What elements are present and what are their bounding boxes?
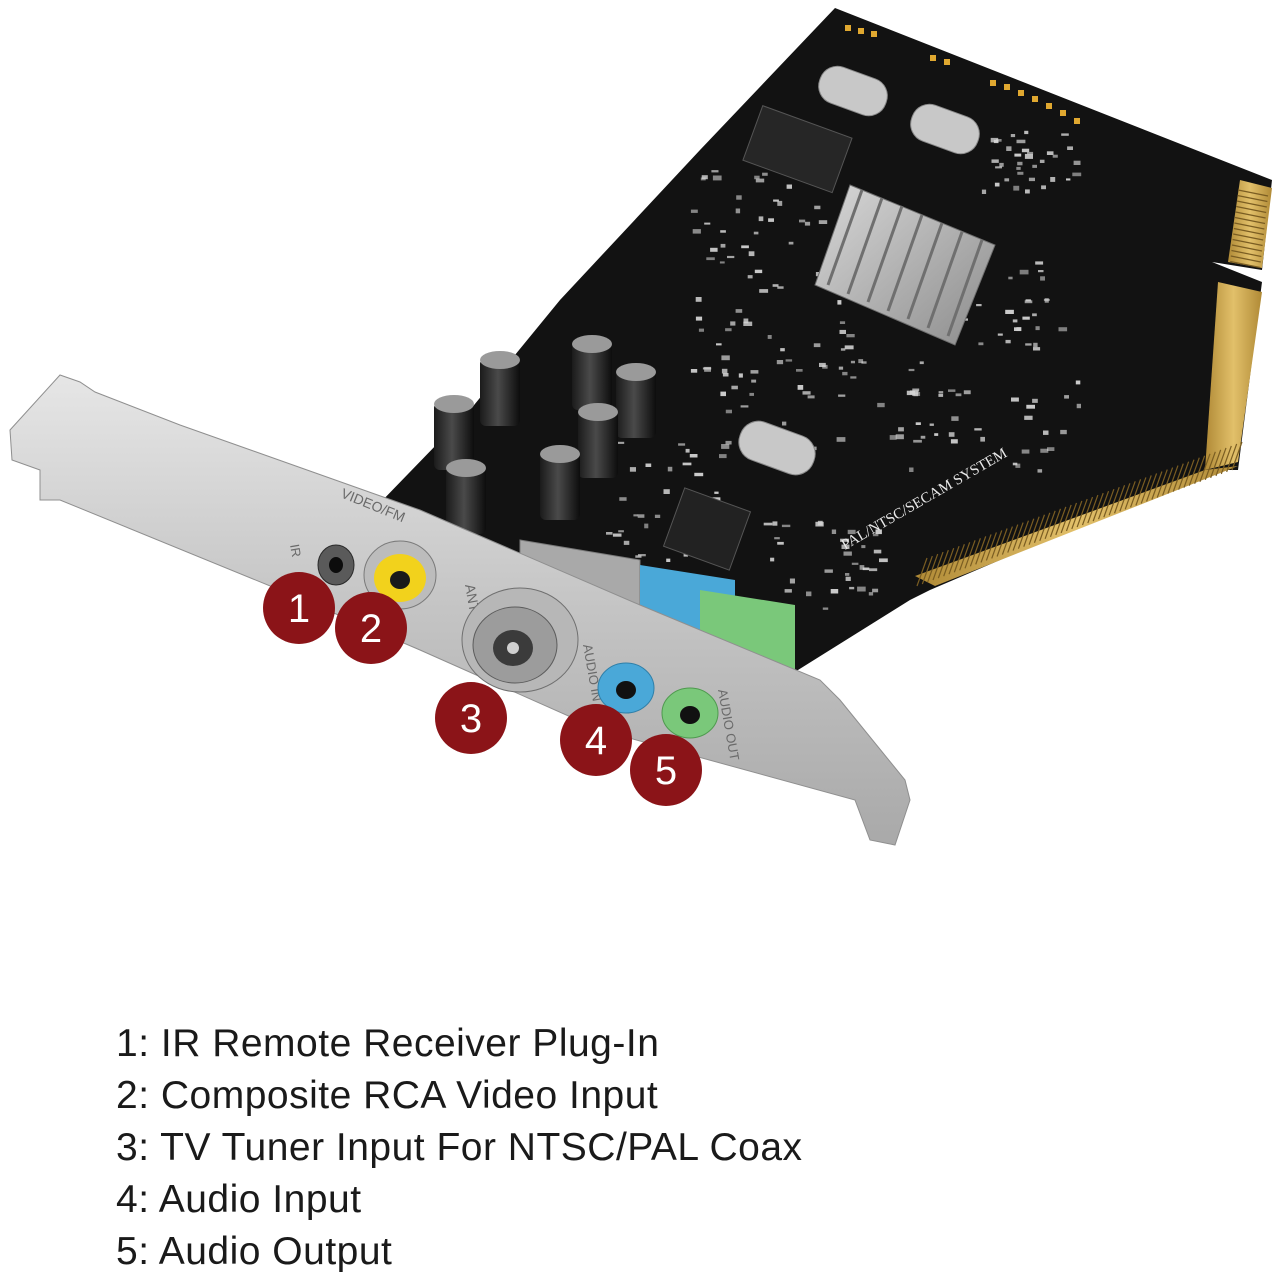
crystal-oscillators bbox=[738, 65, 980, 476]
legend-item-2: 2: Composite RCA Video Input bbox=[116, 1074, 659, 1117]
callout-4: 4 bbox=[560, 704, 632, 776]
pcb-board: PAL/NTSC/SECAM SYSTEM bbox=[378, 8, 1272, 700]
rca-video-port bbox=[363, 540, 437, 610]
tv-tuner-coax-port bbox=[461, 587, 579, 693]
legend-item-3: 3: TV Tuner Input For NTSC/PAL Coax bbox=[116, 1126, 803, 1169]
callout-3-number: 3 bbox=[460, 697, 482, 741]
legend-item-1: 1: IR Remote Receiver Plug-In bbox=[116, 1022, 660, 1065]
callout-1-number: 1 bbox=[288, 587, 310, 631]
bracket-ir-label: IR bbox=[287, 543, 304, 558]
audio-output-port bbox=[661, 687, 719, 739]
callout-2-number: 2 bbox=[360, 607, 382, 651]
product-photo: PAL/NTSC/SECAM SYSTEM VIDEO/FM IR ANT AU… bbox=[9, 8, 1272, 846]
audio-input-port bbox=[597, 662, 655, 714]
callout-3: 3 bbox=[435, 682, 507, 754]
legend-item-5: 5: Audio Output bbox=[116, 1230, 393, 1273]
ir-remote-port bbox=[317, 544, 355, 586]
ic-chip bbox=[742, 105, 853, 194]
callout-2: 2 bbox=[335, 592, 407, 664]
callout-4-number: 4 bbox=[585, 719, 607, 763]
callout-5: 5 bbox=[630, 734, 702, 806]
callout-1: 1 bbox=[263, 572, 335, 644]
callout-5-number: 5 bbox=[655, 749, 677, 793]
heatsink bbox=[814, 184, 996, 346]
port-legend: 1: IR Remote Receiver Plug-In 2: Composi… bbox=[116, 1018, 803, 1278]
legend-item-4: 4: Audio Input bbox=[116, 1178, 362, 1221]
ic-chip bbox=[662, 487, 752, 571]
capacitors bbox=[434, 335, 656, 534]
